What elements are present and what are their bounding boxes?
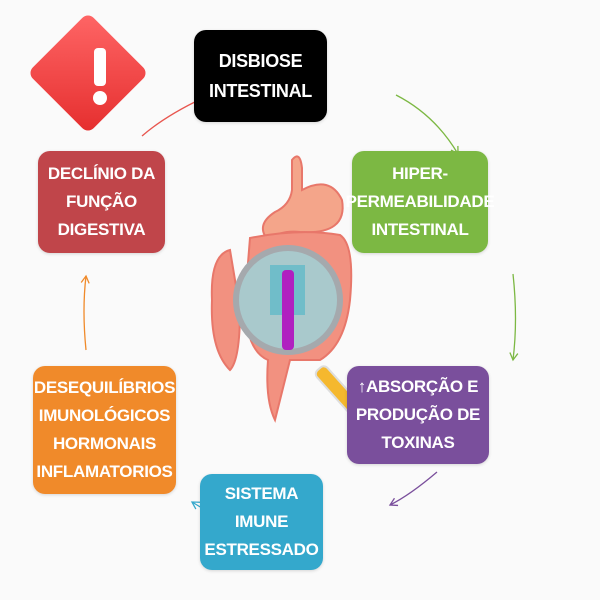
arrow-dysbiosis-to-hyperpermeability — [395, 94, 459, 156]
node-hiperpermeabilidade-intestinal: HIPER- PERMEABILIDADE INTESTINAL — [346, 151, 495, 253]
node-label-line: PERMEABILIDADE — [345, 192, 495, 211]
node-label-line: ESTRESSADO — [204, 540, 319, 559]
node-label-line: DECLÍNIO DA — [47, 164, 156, 183]
node-label-line: DIGESTIVA — [57, 220, 146, 239]
intestine-illustration — [210, 155, 360, 423]
node-label-line: ↑ABSORÇÃO E — [357, 377, 479, 396]
node-absorcao-toxinas: ↑ABSORÇÃO E PRODUÇÃO DE TOXINAS — [347, 366, 489, 464]
node-desequilibrios: DESEQUILÍBRIOS IMUNOLÓGICOS HORMONAIS IN… — [33, 366, 176, 494]
warning-icon — [30, 15, 146, 131]
node-label-line: TOXINAS — [381, 433, 455, 452]
arrow-imbalances-to-decline — [80, 274, 90, 351]
arrow-toxins-to-immune — [388, 471, 438, 507]
node-label-line: INTESTINAL — [371, 220, 469, 239]
node-disbiose-intestinal: DISBIOSE INTESTINAL — [194, 30, 327, 122]
arrow-hyperpermeability-to-toxins — [509, 273, 519, 362]
node-label-line: INTESTINAL — [209, 81, 312, 101]
node-label-line: HIPER- — [392, 164, 448, 183]
node-declinio-funcao-digestiva: DECLÍNIO DA FUNÇÃO DIGESTIVA — [38, 151, 165, 253]
node-label-line: HORMONAIS — [52, 434, 157, 453]
node-label-line: INFLAMATORIOS — [36, 462, 173, 481]
node-label-line: FUNÇÃO — [66, 192, 137, 211]
node-label-line: IMUNE — [234, 512, 289, 531]
node-label-line: IMUNOLÓGICOS — [38, 406, 171, 425]
node-label-line: DISBIOSE — [218, 51, 303, 71]
node-label-line: DESEQUILÍBRIOS — [33, 378, 176, 397]
node-sistema-imune-estressado: SISTEMA IMUNE ESTRESSADO — [200, 474, 323, 570]
node-label-line: PRODUÇÃO DE — [355, 405, 481, 424]
node-label-line: SISTEMA — [224, 484, 299, 503]
